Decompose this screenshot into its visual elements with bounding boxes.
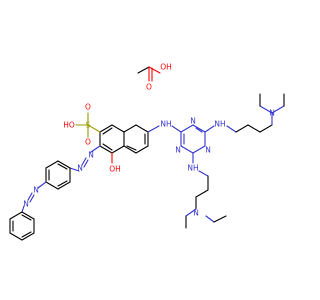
bond (135, 124, 149, 133)
bond (180, 124, 194, 133)
bond (81, 157, 87, 166)
atom-label-triazine-n3: N (205, 146, 211, 155)
bond (147, 125, 160, 133)
bond (37, 181, 47, 189)
atom-label-azo1-n2: N (77, 164, 83, 173)
bond (235, 124, 249, 133)
naphthalene-core (99, 124, 149, 154)
bond (213, 215, 227, 223)
atom-label-sulfonyl-ho: HO (63, 121, 75, 130)
bond (87, 124, 101, 133)
atom-label-sulfonyl-o2: O (85, 138, 91, 147)
molecule-diagram: O OH O O S HO OH N N N N NH N N N NH NH … (9, 63, 285, 241)
bond (180, 145, 194, 154)
bond (45, 181, 59, 190)
bond (102, 127, 113, 135)
atom-label-sulfonyl-o1: O (85, 103, 91, 112)
bond (271, 105, 285, 114)
bond (21, 205, 25, 213)
bond (45, 160, 59, 169)
bond (21, 211, 35, 220)
atom-label-triazine-n2: N (175, 146, 181, 155)
molecule-structure: O OH O O S HO OH N N N N NH N N N NH NH … (9, 63, 285, 241)
bond (57, 180, 68, 187)
bond (21, 232, 35, 241)
bond (99, 124, 113, 133)
atom-label-azo2-n2: N (23, 200, 29, 209)
bond (148, 66, 161, 74)
atom-label-azo2-n1: N (33, 186, 39, 195)
bond (205, 215, 215, 223)
bond (111, 124, 125, 133)
bond (102, 143, 113, 151)
bond (195, 189, 209, 198)
bond (27, 192, 33, 201)
bond (90, 145, 101, 153)
bond (137, 66, 150, 74)
atom-labels: O OH O O S HO OH N N N N NH N N N NH NH … (23, 63, 275, 218)
terminal-phenyl-ring (9, 211, 35, 241)
atom-label-amine-upper: N (269, 109, 275, 118)
bond (171, 125, 182, 133)
bond (126, 145, 137, 151)
bond (111, 145, 125, 154)
bond (247, 124, 261, 133)
bond (29, 194, 35, 203)
bond (192, 124, 206, 133)
bond (135, 145, 149, 154)
lower-amine-chain (185, 152, 227, 229)
bond (83, 159, 89, 168)
bond (259, 124, 273, 133)
atom-label-nh-lower: NH (187, 164, 198, 173)
bond (123, 145, 137, 154)
atom-label-nh-link: NH (160, 120, 171, 129)
atom-label-naphthol-oh: OH (109, 165, 121, 174)
bond (9, 232, 23, 241)
bond (57, 160, 71, 169)
atom-label-sulfonyl-s: S (86, 121, 91, 130)
atom-label-nh-upper: NH (214, 120, 225, 129)
bond (192, 145, 206, 154)
bond (9, 211, 23, 220)
central-phenyl-ring (45, 160, 71, 190)
bond (259, 105, 273, 114)
bond (185, 208, 197, 217)
atom-label-amine-lower: N (193, 209, 199, 218)
atom-label-azo1-n1: N (88, 151, 94, 160)
bond (21, 231, 32, 238)
bond (99, 145, 113, 154)
atom-label-acetic-o: O (146, 83, 152, 92)
bond (57, 181, 71, 190)
bond (198, 170, 209, 177)
sulfonic-acid-group (75, 112, 101, 138)
bond (195, 127, 203, 133)
atom-label-acetic-oh: OH (160, 63, 172, 72)
bond (57, 163, 68, 170)
azo-linkage-2 (21, 181, 47, 213)
triazine-ring (180, 124, 206, 154)
bond (123, 124, 137, 133)
bond (204, 125, 215, 133)
atom-label-triazine-n1: N (190, 117, 196, 126)
bond (69, 167, 80, 172)
bond (21, 214, 32, 221)
upper-amine-chain (204, 93, 285, 133)
acetic-acid (137, 66, 161, 82)
azo-linkage-1 (69, 145, 101, 172)
bond (226, 125, 237, 133)
